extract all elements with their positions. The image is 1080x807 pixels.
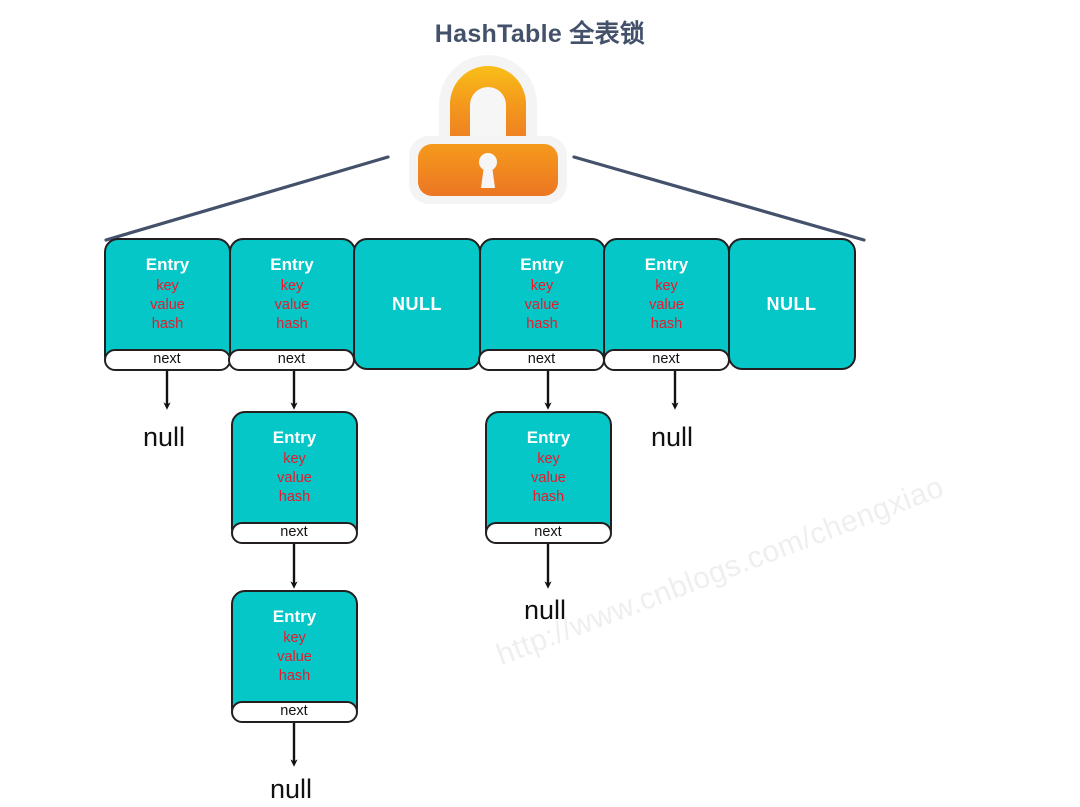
- null-cell-label: NULL: [392, 293, 442, 314]
- null-terminator-bucket4: null: [651, 422, 694, 452]
- field-hash: hash: [276, 316, 308, 333]
- entry-fields: key value hash: [275, 277, 310, 335]
- entry-label: Entry: [526, 428, 571, 447]
- padlock-icon: [398, 52, 578, 204]
- next-pointer[interactable]: next: [602, 348, 730, 371]
- entry-label: Entry: [520, 255, 564, 274]
- chain-node-bucket1-level1[interactable]: Entry key value hash next: [230, 411, 358, 544]
- entry-label: Entry: [145, 255, 190, 274]
- field-value: value: [277, 469, 312, 486]
- page-title: HashTable 全表锁: [434, 20, 646, 48]
- entry-fields: key value hash: [525, 277, 560, 335]
- null-terminator-bucket1: null: [270, 774, 313, 804]
- field-key: key: [283, 450, 306, 467]
- field-value: value: [277, 648, 312, 665]
- field-key: key: [280, 277, 304, 294]
- entry-label: Entry: [270, 255, 314, 274]
- field-key: key: [537, 450, 560, 467]
- field-value: value: [649, 296, 684, 313]
- next-pointer[interactable]: next: [230, 521, 358, 544]
- field-hash: hash: [532, 489, 565, 506]
- field-key: key: [530, 277, 554, 294]
- next-pointer[interactable]: next: [484, 521, 612, 544]
- next-pointer[interactable]: next: [103, 348, 231, 371]
- field-key: key: [655, 277, 678, 294]
- bucket-cell-3[interactable]: Entry key value hash next: [478, 238, 606, 371]
- hash-bucket-array: Entry key value hash next Entry key valu…: [103, 238, 856, 371]
- entry-fields: key value hash: [277, 450, 312, 508]
- chain-node-bucket3-level1[interactable]: Entry key value hash next: [484, 411, 612, 544]
- chain-node-bucket1-level2[interactable]: Entry key value hash next: [230, 590, 358, 723]
- null-terminator-bucket0: null: [143, 422, 186, 452]
- entry-label: Entry: [272, 428, 317, 447]
- entry-label: Entry: [644, 255, 689, 274]
- field-value: value: [531, 469, 566, 486]
- bucket-cell-5[interactable]: NULL: [727, 238, 856, 370]
- null-terminator-bucket3: null: [524, 595, 567, 625]
- bucket-cell-4[interactable]: Entry key value hash next: [602, 238, 730, 371]
- entry-label: Entry: [272, 607, 317, 626]
- entry-fields: key value hash: [277, 629, 312, 687]
- field-value: value: [524, 296, 560, 313]
- bucket-cell-2[interactable]: NULL: [353, 238, 481, 370]
- entry-fields: key value hash: [531, 450, 566, 508]
- field-hash: hash: [526, 316, 558, 333]
- field-hash: hash: [278, 489, 311, 506]
- entry-fields: key value hash: [150, 277, 185, 335]
- entry-fields: key value hash: [649, 277, 684, 335]
- field-key: key: [156, 277, 179, 294]
- null-cell-label: NULL: [766, 293, 817, 314]
- field-value: value: [150, 296, 185, 313]
- field-hash: hash: [151, 316, 184, 333]
- bucket-cell-1[interactable]: Entry key value hash next: [228, 238, 356, 371]
- field-key: key: [283, 629, 306, 646]
- next-pointer[interactable]: next: [230, 700, 358, 723]
- next-pointer[interactable]: next: [478, 348, 605, 371]
- field-hash: hash: [278, 668, 311, 685]
- next-pointer[interactable]: next: [228, 348, 355, 371]
- field-value: value: [274, 296, 310, 313]
- field-hash: hash: [650, 316, 683, 333]
- bucket-cell-0[interactable]: Entry key value hash next: [103, 238, 231, 371]
